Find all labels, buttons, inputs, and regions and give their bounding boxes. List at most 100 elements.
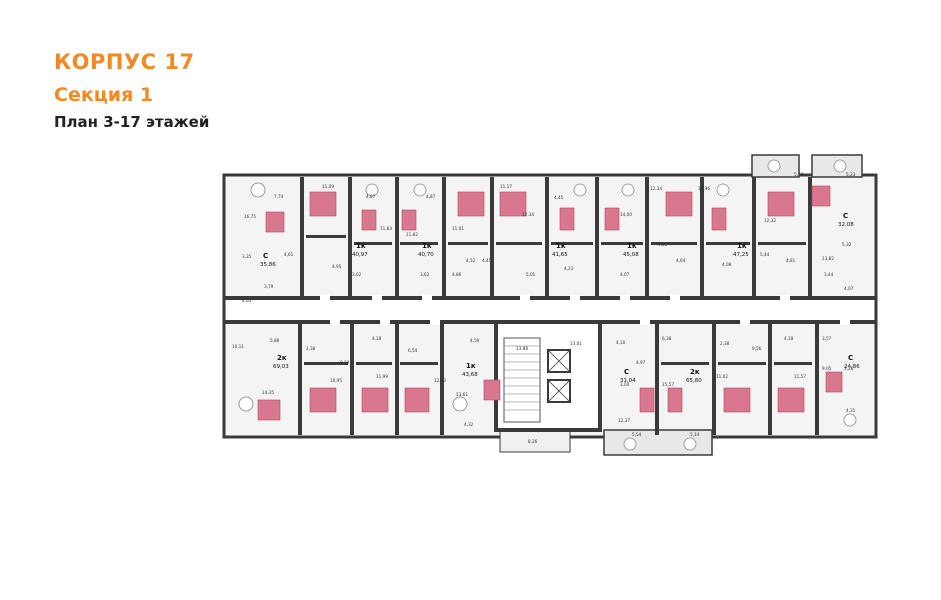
svg-text:12,32: 12,32 xyxy=(764,218,776,223)
section-title: Секция 1 xyxy=(54,84,154,106)
stair-steps xyxy=(504,345,540,411)
svg-text:11,57: 11,57 xyxy=(794,374,806,379)
svg-text:4,18: 4,18 xyxy=(372,336,382,341)
svg-text:14,35: 14,35 xyxy=(262,390,274,395)
svg-text:3,62: 3,62 xyxy=(352,272,362,277)
apt-area: 31,04 xyxy=(620,378,636,384)
apt-area: 69,03 xyxy=(273,364,289,370)
staircase-core xyxy=(494,320,602,432)
svg-text:11,99: 11,99 xyxy=(376,374,388,379)
apt-type: 1к xyxy=(556,242,566,250)
svg-text:3,79: 3,79 xyxy=(264,284,274,289)
svg-text:4,31: 4,31 xyxy=(846,408,856,413)
svg-text:13,82: 13,82 xyxy=(822,256,834,261)
apt-area: 65,80 xyxy=(686,378,702,384)
svg-text:8,26: 8,26 xyxy=(528,439,538,444)
apt-area: 40,70 xyxy=(418,252,434,258)
svg-text:4,59: 4,59 xyxy=(470,338,480,343)
apt-type: 1к xyxy=(466,362,476,370)
apt-type: 2к xyxy=(277,354,287,362)
svg-text:4,18: 4,18 xyxy=(784,336,794,341)
apt-type: С xyxy=(624,368,629,376)
svg-text:4,95: 4,95 xyxy=(332,264,342,269)
svg-text:4,32: 4,32 xyxy=(464,422,474,427)
apt-area: 32,08 xyxy=(838,222,854,228)
svg-text:5,14: 5,14 xyxy=(690,432,700,437)
svg-text:9,19: 9,19 xyxy=(340,360,350,365)
tables xyxy=(238,159,857,451)
svg-text:10,11: 10,11 xyxy=(232,344,244,349)
stairs xyxy=(503,337,541,423)
apt-type: С xyxy=(848,354,853,362)
svg-text:4,97: 4,97 xyxy=(636,360,646,365)
svg-text:12,34: 12,34 xyxy=(522,212,534,217)
svg-text:11,83: 11,83 xyxy=(380,226,392,231)
svg-text:5,44: 5,44 xyxy=(760,252,770,257)
svg-text:6,38: 6,38 xyxy=(662,336,672,341)
svg-text:5,54: 5,54 xyxy=(632,432,642,437)
svg-text:4,52: 4,52 xyxy=(466,258,476,263)
apt-area: 40,97 xyxy=(352,252,368,258)
svg-text:5,32: 5,32 xyxy=(842,242,852,247)
plan-title: План 3-17 этажей xyxy=(54,113,210,131)
svg-text:10,95: 10,95 xyxy=(330,378,342,383)
apt-type: 1к xyxy=(737,242,747,250)
svg-text:2,38: 2,38 xyxy=(720,341,730,346)
svg-text:5,01: 5,01 xyxy=(526,272,536,277)
svg-text:11,82: 11,82 xyxy=(406,232,418,237)
svg-text:16,75: 16,75 xyxy=(244,214,256,219)
svg-text:13,61: 13,61 xyxy=(456,392,468,397)
svg-text:11,17: 11,17 xyxy=(500,184,512,189)
walls xyxy=(224,177,876,435)
svg-text:11,02: 11,02 xyxy=(716,374,728,379)
apt-area: 24,86 xyxy=(844,364,860,370)
svg-text:5,88: 5,88 xyxy=(270,338,280,343)
svg-text:13,01: 13,01 xyxy=(570,341,582,346)
apt-type: 2к xyxy=(690,368,700,376)
apartment-labels: С 35,86 1к 40,97 1к 40,70 1к 41,65 1к 45… xyxy=(260,212,860,384)
svg-text:3,35: 3,35 xyxy=(242,254,252,259)
svg-text:4,86: 4,86 xyxy=(452,272,462,277)
svg-text:12,37: 12,37 xyxy=(618,418,630,423)
apt-area: 41,65 xyxy=(552,252,568,258)
svg-text:3,62: 3,62 xyxy=(420,272,430,277)
svg-text:4,87: 4,87 xyxy=(366,194,376,199)
apt-area: 35,86 xyxy=(260,262,276,268)
apt-area: 45,08 xyxy=(623,252,639,258)
svg-text:3,04: 3,04 xyxy=(620,382,630,387)
apt-type: С xyxy=(263,252,268,260)
svg-text:9,56: 9,56 xyxy=(752,346,762,351)
svg-text:4,03: 4,03 xyxy=(242,298,252,303)
svg-text:15,57: 15,57 xyxy=(662,382,674,387)
svg-text:6,54: 6,54 xyxy=(408,348,418,353)
svg-text:7,74: 7,74 xyxy=(274,194,284,199)
svg-text:4,45: 4,45 xyxy=(554,195,564,200)
svg-text:11,01: 11,01 xyxy=(452,226,464,231)
svg-text:4,07: 4,07 xyxy=(620,272,630,277)
doors xyxy=(320,295,850,325)
svg-text:4,07: 4,07 xyxy=(844,286,854,291)
svg-text:4,45: 4,45 xyxy=(482,258,492,263)
apt-type: 1к xyxy=(422,242,432,250)
svg-text:4,08: 4,08 xyxy=(722,262,732,267)
svg-text:11,09: 11,09 xyxy=(322,184,334,189)
svg-text:5,23: 5,23 xyxy=(846,172,856,177)
svg-text:14,00: 14,00 xyxy=(620,212,632,217)
apt-area: 43,68 xyxy=(462,372,478,378)
building-title: КОРПУС 17 xyxy=(54,50,195,74)
apt-type: 1к xyxy=(627,242,637,250)
svg-text:14,96: 14,96 xyxy=(698,186,710,191)
svg-text:5,58: 5,58 xyxy=(658,242,668,247)
svg-text:4,81: 4,81 xyxy=(786,258,796,263)
apt-area: 47,25 xyxy=(733,252,749,258)
svg-text:5,59: 5,59 xyxy=(794,172,804,177)
svg-text:4,64: 4,64 xyxy=(676,258,686,263)
apt-type: С xyxy=(843,212,848,220)
svg-text:12,03: 12,03 xyxy=(434,378,446,383)
svg-text:3,44: 3,44 xyxy=(824,272,834,277)
svg-text:9,05: 9,05 xyxy=(822,366,832,371)
svg-text:3,26: 3,26 xyxy=(844,366,854,371)
svg-text:4,23: 4,23 xyxy=(564,266,574,271)
beds xyxy=(257,185,843,421)
